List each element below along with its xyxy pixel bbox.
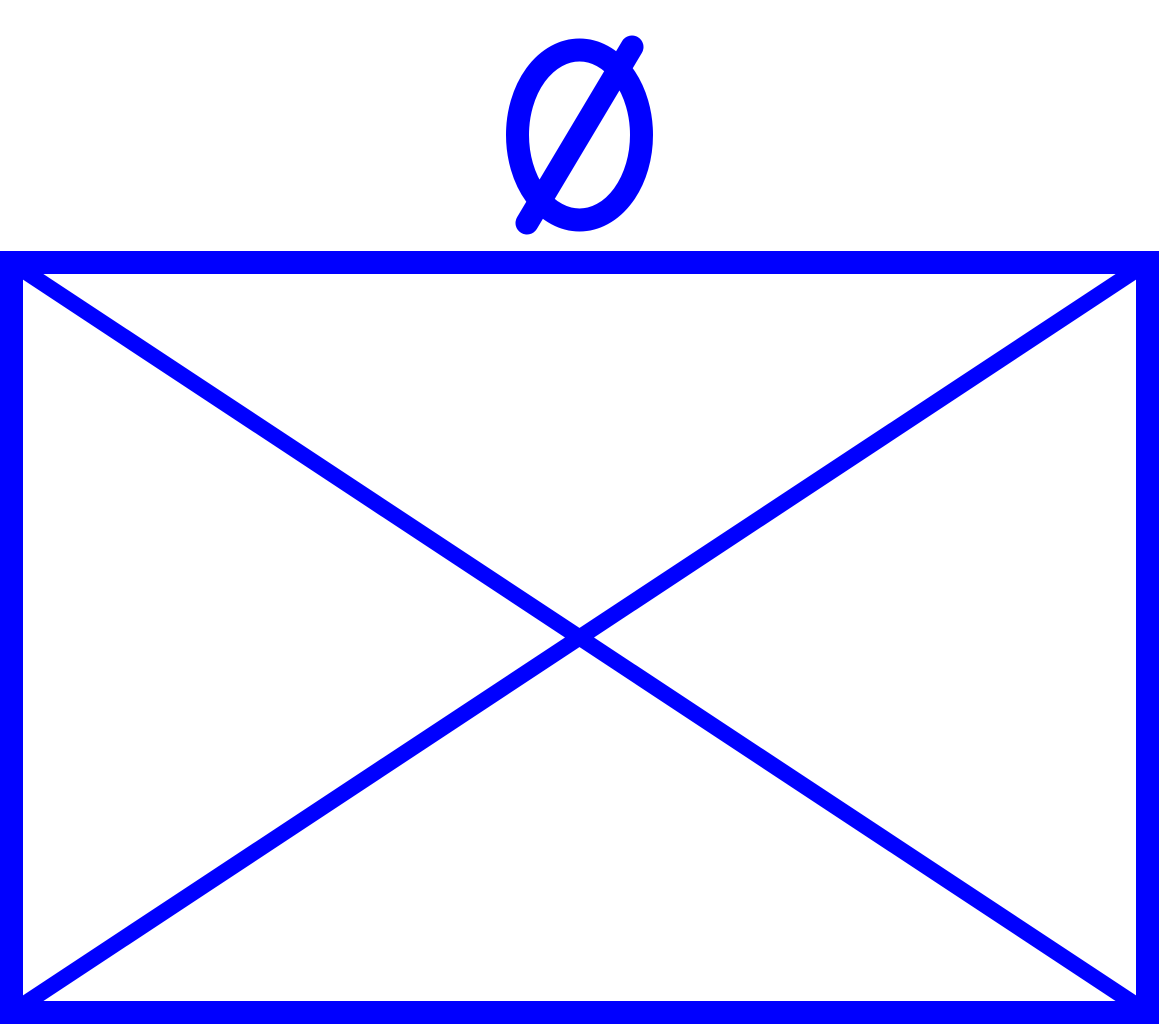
diameter-symbol-icon xyxy=(506,35,653,235)
diagonal-top-right-to-bottom-left xyxy=(7,255,1152,1020)
diameter-symbol-slash xyxy=(515,35,644,235)
diameter-symbol-ring xyxy=(506,38,653,232)
crossed-rectangle xyxy=(0,251,1159,1024)
rectangle-frame xyxy=(0,251,1159,1024)
